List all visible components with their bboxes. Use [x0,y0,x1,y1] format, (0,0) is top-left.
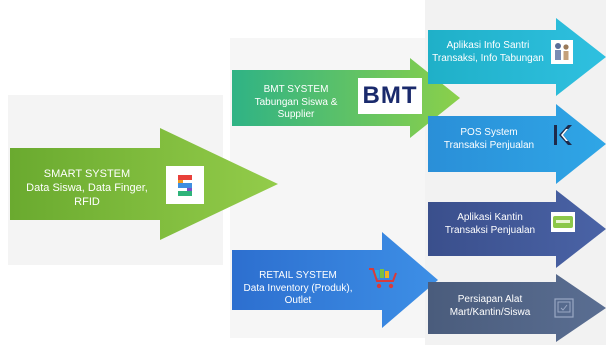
k-chevron-logo-icon [554,125,572,145]
bmt-system-title: BMT SYSTEM [263,84,329,95]
persiapan-alat-arrow [428,274,606,342]
smart-system-title: SMART SYSTEM [43,168,131,180]
retail-system-title: RETAIL SYSTEM [259,270,337,281]
persiapan-alat-label: Persiapan Alat Mart/Kantin/Siswa [432,294,548,319]
kantin-arrow [428,190,606,268]
smart-system-line2: RFID [74,195,100,208]
retail-cart-box [366,266,400,292]
stacked-s-logo-icon [178,175,192,196]
smart-system-label: SMART SYSTEM Data Siswa, Data Finger, RF… [12,168,162,209]
device-icon [554,298,574,318]
pos-icon-box [549,122,575,148]
kantin-title: Aplikasi Kantin [457,212,523,223]
persiapan-alat-icon-box [552,296,576,320]
retail-system-line1: Data Inventory (Produk), [243,282,353,294]
bmt-system-line1: Tabungan Siswa & [254,96,338,108]
pos-system-line1: Transaksi Penjualan [443,139,535,151]
info-santri-title: Aplikasi Info Santri [446,40,530,51]
bmt-logo-box: BMT [358,78,422,114]
persiapan-alat-line1: Mart/Kantin/Siswa [449,306,531,318]
shopping-cart-icon [369,268,397,289]
info-santri-line1: Transaksi, Info Tabungan [432,52,544,64]
persiapan-alat-title: Persiapan Alat [457,294,523,305]
bmt-logo-text: BMT [362,82,418,109]
pos-system-label: POS System Transaksi Penjualan [432,127,546,152]
kantin-label: Aplikasi Kantin Transaksi Penjualan [432,212,548,237]
bmt-system-label: BMT SYSTEM Tabungan Siswa & Supplier [236,84,356,122]
smart-logo-box [166,166,204,204]
kantin-icon-box [551,212,575,232]
retail-system-line2: Outlet [284,295,312,306]
info-santri-arrow [428,18,606,96]
bmt-system-line2: Supplier [277,109,315,120]
kantin-card-icon [553,216,573,228]
pos-system-arrow [428,104,606,184]
retail-system-label: RETAIL SYSTEM Data Inventory (Produk), O… [234,270,362,308]
kantin-line1: Transaksi Penjualan [444,224,536,236]
people-icon [555,43,569,60]
retail-system-arrow [232,232,438,328]
smart-system-line1: Data Siswa, Data Finger, [26,181,148,194]
pos-system-title: POS System [460,127,518,138]
info-santri-icon-box [551,40,573,64]
info-santri-label: Aplikasi Info Santri Transaksi, Info Tab… [428,40,548,65]
smart-system-arrow [10,128,278,240]
